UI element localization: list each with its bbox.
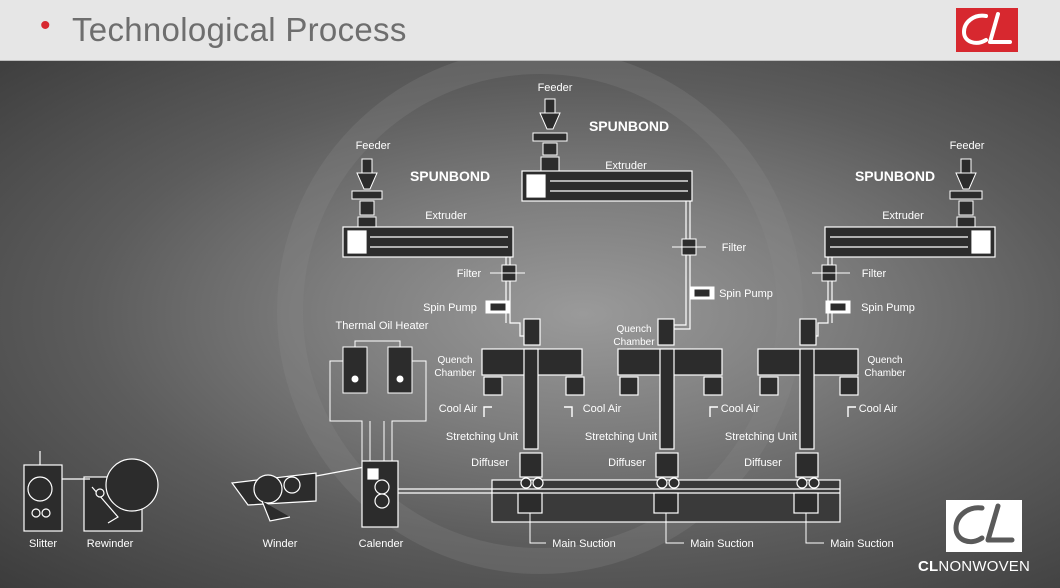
diagram-labels: Feeder Feeder Feeder SPUNBOND SPUNBOND S… <box>29 82 985 550</box>
label-main-suction-center: Main Suction <box>690 538 754 550</box>
label-extruder-right: Extruder <box>882 210 924 222</box>
winder-icon <box>230 472 317 522</box>
label-quench-left-1: Quench <box>437 355 472 366</box>
label-stretching-left: Stretching Unit <box>446 431 518 443</box>
main-suction-lines <box>529 513 824 544</box>
label-main-suction-left: Main Suction <box>552 538 616 550</box>
label-quench-center-1: Quench <box>616 324 651 335</box>
label-stretching-center: Stretching Unit <box>585 431 657 443</box>
label-cool-air-2: Cool Air <box>583 403 622 415</box>
cl-brand-logo-icon <box>946 500 1022 552</box>
quench-chamber-right-icon <box>757 318 859 514</box>
label-feeder-left: Feeder <box>356 140 391 152</box>
brand-name: CLNONWOVEN <box>918 558 1030 575</box>
process-diagram: Feeder Feeder Feeder SPUNBOND SPUNBOND S… <box>23 61 996 574</box>
label-spin-pump-left: Spin Pump <box>423 302 477 314</box>
cool-air-arrows <box>483 406 856 417</box>
label-cool-air-4: Cool Air <box>859 403 898 415</box>
spin-pump-right-icon <box>825 300 851 314</box>
cl-logo-icon <box>956 8 1018 52</box>
label-quench-right-1: Quench <box>867 355 902 366</box>
label-extruder-left: Extruder <box>425 210 467 222</box>
label-feeder-center: Feeder <box>538 82 573 94</box>
title-bullet: • <box>40 9 51 42</box>
calender-icon <box>361 460 399 528</box>
label-filter-left: Filter <box>457 268 482 280</box>
label-rewinder: Rewinder <box>87 538 134 550</box>
feeder-center-icon <box>532 98 568 174</box>
label-feeder-right: Feeder <box>950 140 985 152</box>
brand-name-bold: CL <box>918 558 939 575</box>
melt-pipe-center <box>670 201 691 330</box>
quench-chamber-left-icon <box>481 318 585 514</box>
feeder-right-icon <box>949 158 983 232</box>
label-stretching-right: Stretching Unit <box>725 431 797 443</box>
extruder-center-icon <box>521 170 693 202</box>
spin-pump-center-icon <box>689 286 715 300</box>
process-diagram-area: Feeder Feeder Feeder SPUNBOND SPUNBOND S… <box>0 61 1060 588</box>
quench-chamber-center-icon <box>617 318 723 514</box>
slitter-icon <box>23 451 63 532</box>
label-cool-air-1: Cool Air <box>439 403 478 415</box>
filter-center-icon <box>672 238 706 256</box>
label-diffuser-right: Diffuser <box>744 457 782 469</box>
label-spunbond-left: SPUNBOND <box>410 168 490 184</box>
filter-left-icon <box>490 264 525 282</box>
extruder-right-icon <box>824 226 996 258</box>
label-winder: Winder <box>263 538 298 550</box>
label-extruder-center: Extruder <box>605 160 647 172</box>
label-thermal-oil-heater: Thermal Oil Heater <box>336 320 429 332</box>
label-quench-left-2: Chamber <box>434 368 476 379</box>
label-spunbond-center: SPUNBOND <box>589 118 669 134</box>
label-filter-right: Filter <box>862 268 887 280</box>
label-main-suction-right: Main Suction <box>830 538 894 550</box>
label-cool-air-3: Cool Air <box>721 403 760 415</box>
label-quench-right-2: Chamber <box>864 368 906 379</box>
brand-name-rest: NONWOVEN <box>938 558 1031 575</box>
filter-right-icon <box>812 264 850 282</box>
header-bar: • Technological Process <box>0 0 1060 61</box>
watermark-circle <box>277 61 803 574</box>
label-calender: Calender <box>359 538 404 550</box>
label-slitter: Slitter <box>29 538 57 550</box>
label-quench-center-2: Chamber <box>613 337 655 348</box>
feeder-left-icon <box>351 158 383 232</box>
rewinder-icon <box>62 458 159 532</box>
label-spin-pump-center: Spin Pump <box>719 288 773 300</box>
label-filter-center: Filter <box>722 242 747 254</box>
label-diffuser-left: Diffuser <box>471 457 509 469</box>
spin-pump-left-icon <box>485 300 511 314</box>
heater-left-icon <box>329 340 427 461</box>
label-spin-pump-right: Spin Pump <box>861 302 915 314</box>
label-diffuser-center: Diffuser <box>608 457 646 469</box>
page-title: Technological Process <box>72 11 407 48</box>
label-spunbond-right: SPUNBOND <box>855 168 935 184</box>
extruder-left-icon <box>342 226 514 258</box>
